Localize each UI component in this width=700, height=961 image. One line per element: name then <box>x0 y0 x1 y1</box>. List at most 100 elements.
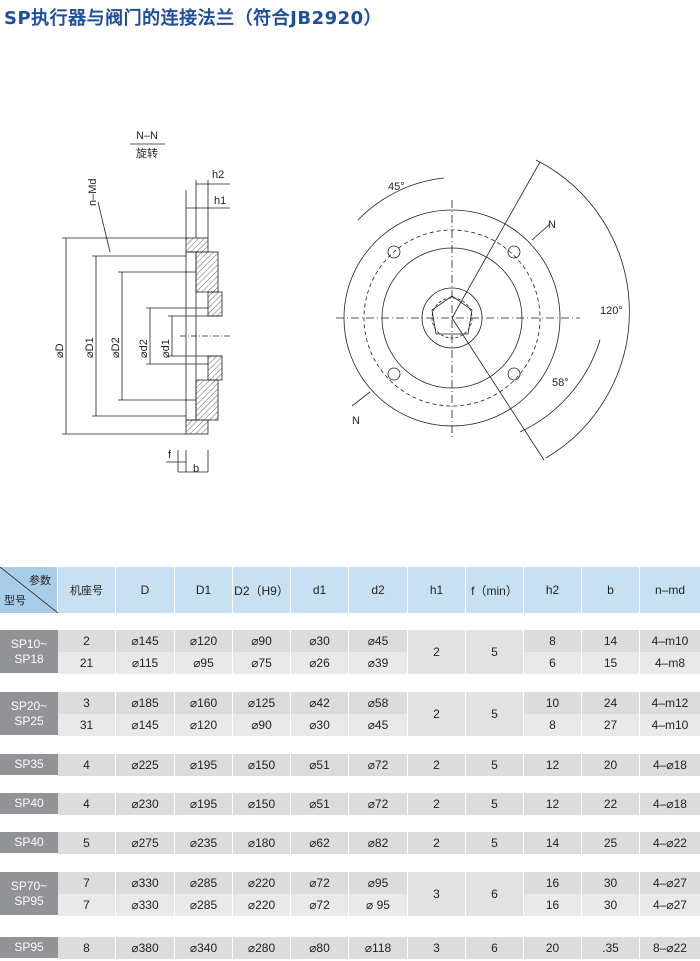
diameter-D-label: ⌀D <box>54 343 66 358</box>
header-n-md: n–md <box>654 583 686 597</box>
diameter-d1-label: ⌀d1 <box>160 339 172 358</box>
model-cell: SP20~ SP25 <box>0 692 58 736</box>
cell-seat: 7 <box>58 872 116 894</box>
header-d1: d1 <box>291 567 349 613</box>
corner-param-label: 参数 <box>29 574 51 587</box>
header-D2: D2（H9） <box>233 567 291 613</box>
merged-cell-h1: 2 <box>408 692 466 736</box>
cell-h2: 12 <box>524 793 582 815</box>
cell-d1: ⌀72 <box>291 894 349 916</box>
cell-h2: 14 <box>524 832 582 854</box>
header-d2: d2 <box>349 567 408 613</box>
merged-cell-h1: 2 <box>408 630 466 674</box>
spec-table: 参数 型号 机座号 D D1 D2（H9） d1 d2 h1 f（min） h2… <box>0 567 700 959</box>
cell-h2: 8 <box>524 714 582 736</box>
cell-nmd: 4–⌀27 <box>653 876 687 890</box>
cell-b: 30 <box>582 894 640 916</box>
cell-D2: ⌀90 <box>233 630 291 652</box>
corner-cell: 参数 型号 <box>0 567 58 613</box>
cell-h1: 3 <box>408 937 466 959</box>
cell-d2: ⌀39 <box>349 652 408 674</box>
header-D: D <box>116 567 175 613</box>
cell-D1: ⌀235 <box>175 832 233 854</box>
cell-d2: ⌀45 <box>349 630 408 652</box>
cell-d2: ⌀45 <box>349 714 408 736</box>
cell-nmd: 4–m8 <box>654 656 686 670</box>
cell-d1: ⌀51 <box>291 754 349 776</box>
cell-D: ⌀145 <box>116 714 175 736</box>
diameter-d2-label: ⌀d2 <box>138 339 150 358</box>
cell-D2: ⌀220 <box>233 894 291 916</box>
cell-nmd: 8–⌀22 <box>653 941 687 955</box>
cell-D: ⌀225 <box>116 754 175 776</box>
cell-D: ⌀145 <box>116 630 175 652</box>
cell-h1: 2 <box>408 754 466 776</box>
cell-d2: ⌀95 <box>349 872 408 894</box>
cell-d2: ⌀72 <box>349 793 408 815</box>
b-label: b <box>193 463 199 475</box>
cell-h2: 16 <box>524 894 582 916</box>
cell-seat: 3 <box>58 692 116 714</box>
cell-D2: ⌀220 <box>233 872 291 894</box>
n-top-label: N <box>548 219 556 231</box>
cell-D2: ⌀150 <box>233 754 291 776</box>
cell-D1: ⌀285 <box>175 872 233 894</box>
h2-label: h2 <box>212 169 224 181</box>
cell-D2: ⌀125 <box>233 692 291 714</box>
cell-b: 25 <box>582 832 640 854</box>
model-cell: SP70~ SP95 <box>0 872 58 916</box>
cell-d2: ⌀ 95 <box>349 894 408 916</box>
cell-b: 20 <box>582 754 640 776</box>
n-md-label: n–Md <box>87 178 99 206</box>
cell-h2: 6 <box>524 652 582 674</box>
cell-nmd: 4–⌀22 <box>653 836 687 850</box>
corner-model-label: 型号 <box>4 594 26 607</box>
cell-h2: 12 <box>524 754 582 776</box>
cell-D: ⌀115 <box>116 652 175 674</box>
cell-h2: 20 <box>524 937 582 959</box>
cell-seat: 4 <box>58 793 116 815</box>
cell-d1: ⌀42 <box>291 692 349 714</box>
cell-D1: ⌀340 <box>175 937 233 959</box>
cell-D: ⌀380 <box>116 937 175 959</box>
angle-120-label: 120° <box>600 305 623 317</box>
n-bottom-label: N <box>352 415 360 427</box>
cell-f: 5 <box>466 793 524 815</box>
cell-D1: ⌀95 <box>175 652 233 674</box>
cell-seat: 2 <box>58 630 116 652</box>
cell-d2: ⌀72 <box>349 754 408 776</box>
header-b: b <box>582 567 640 613</box>
angle-58-label: 58° <box>552 377 569 389</box>
model-cell: SP40 <box>0 832 58 854</box>
cell-D: ⌀330 <box>116 894 175 916</box>
cell-d2: ⌀58 <box>349 692 408 714</box>
cell-D2: ⌀150 <box>233 793 291 815</box>
merged-cell-f: 5 <box>466 692 524 736</box>
cell-b: 22 <box>582 793 640 815</box>
cell-f: 5 <box>466 754 524 776</box>
cell-D1: ⌀160 <box>175 692 233 714</box>
flange-drawing: N–N 旋转 <box>0 120 700 500</box>
cell-D1: ⌀195 <box>175 793 233 815</box>
cell-b: 14 <box>582 630 640 652</box>
rotation-label: 旋转 <box>136 146 158 160</box>
cell-D: ⌀185 <box>116 692 175 714</box>
cell-seat: 8 <box>58 937 116 959</box>
cell-h2: 8 <box>524 630 582 652</box>
cell-D2: ⌀75 <box>233 652 291 674</box>
cell-seat: 31 <box>58 714 116 736</box>
model-cell: SP10~ SP18 <box>0 630 58 674</box>
cell-d1: ⌀51 <box>291 793 349 815</box>
cell-d1: ⌀72 <box>291 872 349 894</box>
